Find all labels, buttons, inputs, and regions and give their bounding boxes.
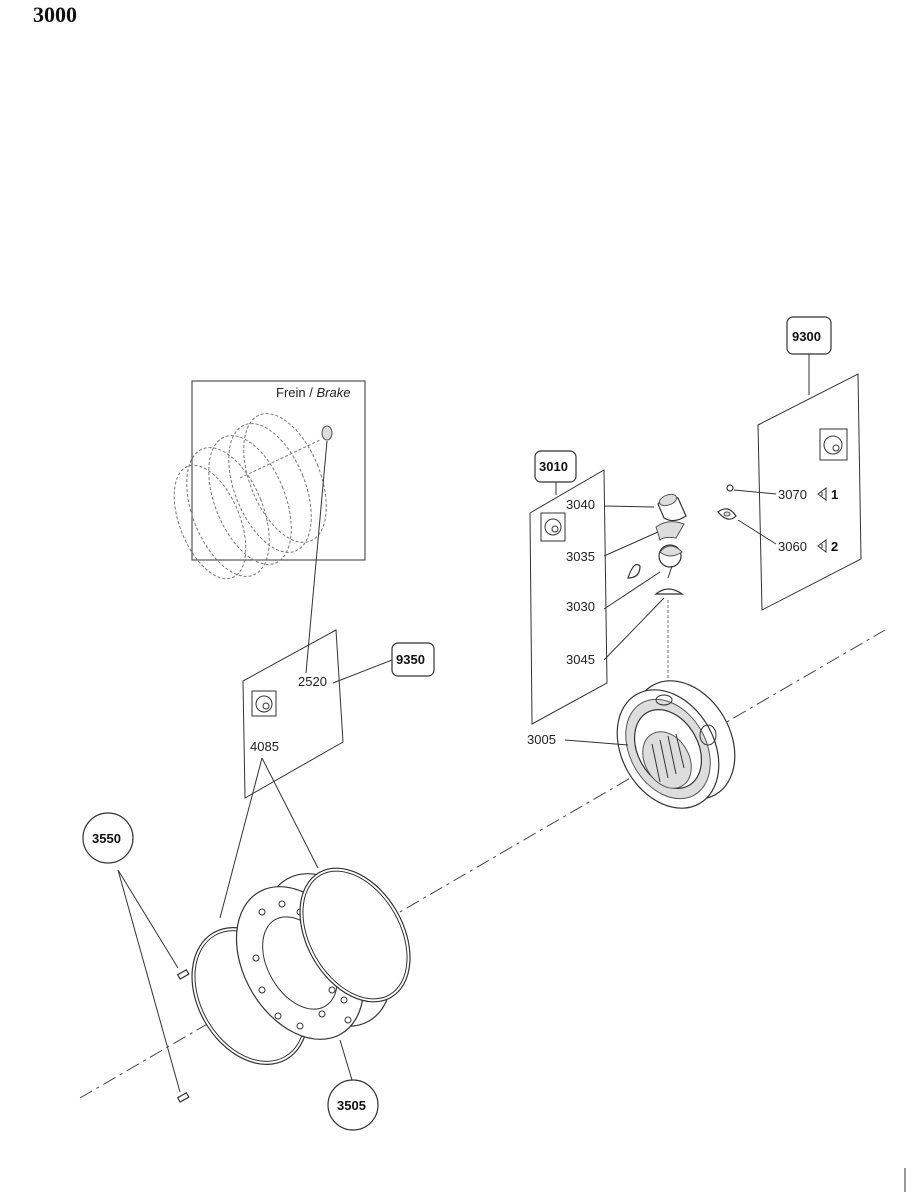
label-3030: 3030 — [566, 599, 595, 614]
callout-9300: 9300 — [786, 316, 832, 355]
svg-text:3505: 3505 — [337, 1098, 366, 1113]
part-3035 — [655, 521, 685, 541]
qty-3070: 1 — [831, 487, 838, 502]
kit-9350-sheet — [242, 629, 344, 799]
callout-3550: 3550 — [82, 812, 134, 864]
part-3030-ball — [658, 544, 683, 579]
svg-text:3550: 3550 — [92, 831, 121, 846]
part-3550-screw — [176, 1091, 190, 1103]
label-3045: 3045 — [566, 652, 595, 667]
seal-kit-icon — [819, 428, 848, 461]
callout-9350: 9350 — [391, 642, 435, 677]
brake-seal-part — [321, 425, 333, 441]
svg-text:Frein / Brake: Frein / Brake — [276, 385, 350, 400]
arrow-left-icon — [817, 539, 827, 553]
part-3550-screw — [176, 968, 190, 980]
inset-title-italic: Brake — [316, 385, 350, 400]
part-3030-wedge — [627, 563, 641, 579]
centre-axis — [79, 629, 886, 1099]
brake-inset: Frein / Brake — [173, 380, 366, 580]
arrow-left-icon — [817, 487, 827, 501]
svg-text:3010: 3010 — [539, 459, 568, 474]
label-3060: 3060 — [778, 539, 807, 554]
seal-kit-icon — [540, 512, 566, 542]
label-3040: 3040 — [566, 497, 595, 512]
seal-kit-icon — [251, 690, 277, 717]
svg-text:9350: 9350 — [396, 652, 425, 667]
part-3060 — [717, 508, 737, 520]
callout-3010: 3010 — [534, 450, 577, 483]
page-title: 3000 — [33, 2, 77, 27]
kit-9300-sheet — [757, 373, 862, 611]
inset-title: Frein / — [276, 385, 316, 400]
part-3045 — [654, 588, 684, 595]
part-3005-rotor — [616, 680, 736, 809]
svg-text:9300: 9300 — [792, 329, 821, 344]
part-3040 — [657, 493, 687, 522]
o-ring-rear — [299, 867, 411, 1003]
callout-3505: 3505 — [327, 1079, 379, 1131]
qty-3060: 2 — [831, 539, 838, 554]
label-3035: 3035 — [566, 549, 595, 564]
part-3070 — [726, 484, 734, 492]
label-3070: 3070 — [778, 487, 807, 502]
label-3005: 3005 — [527, 732, 556, 747]
label-2520: 2520 — [298, 674, 327, 689]
kit-3010-sheet — [529, 469, 608, 725]
label-4085: 4085 — [250, 739, 279, 754]
